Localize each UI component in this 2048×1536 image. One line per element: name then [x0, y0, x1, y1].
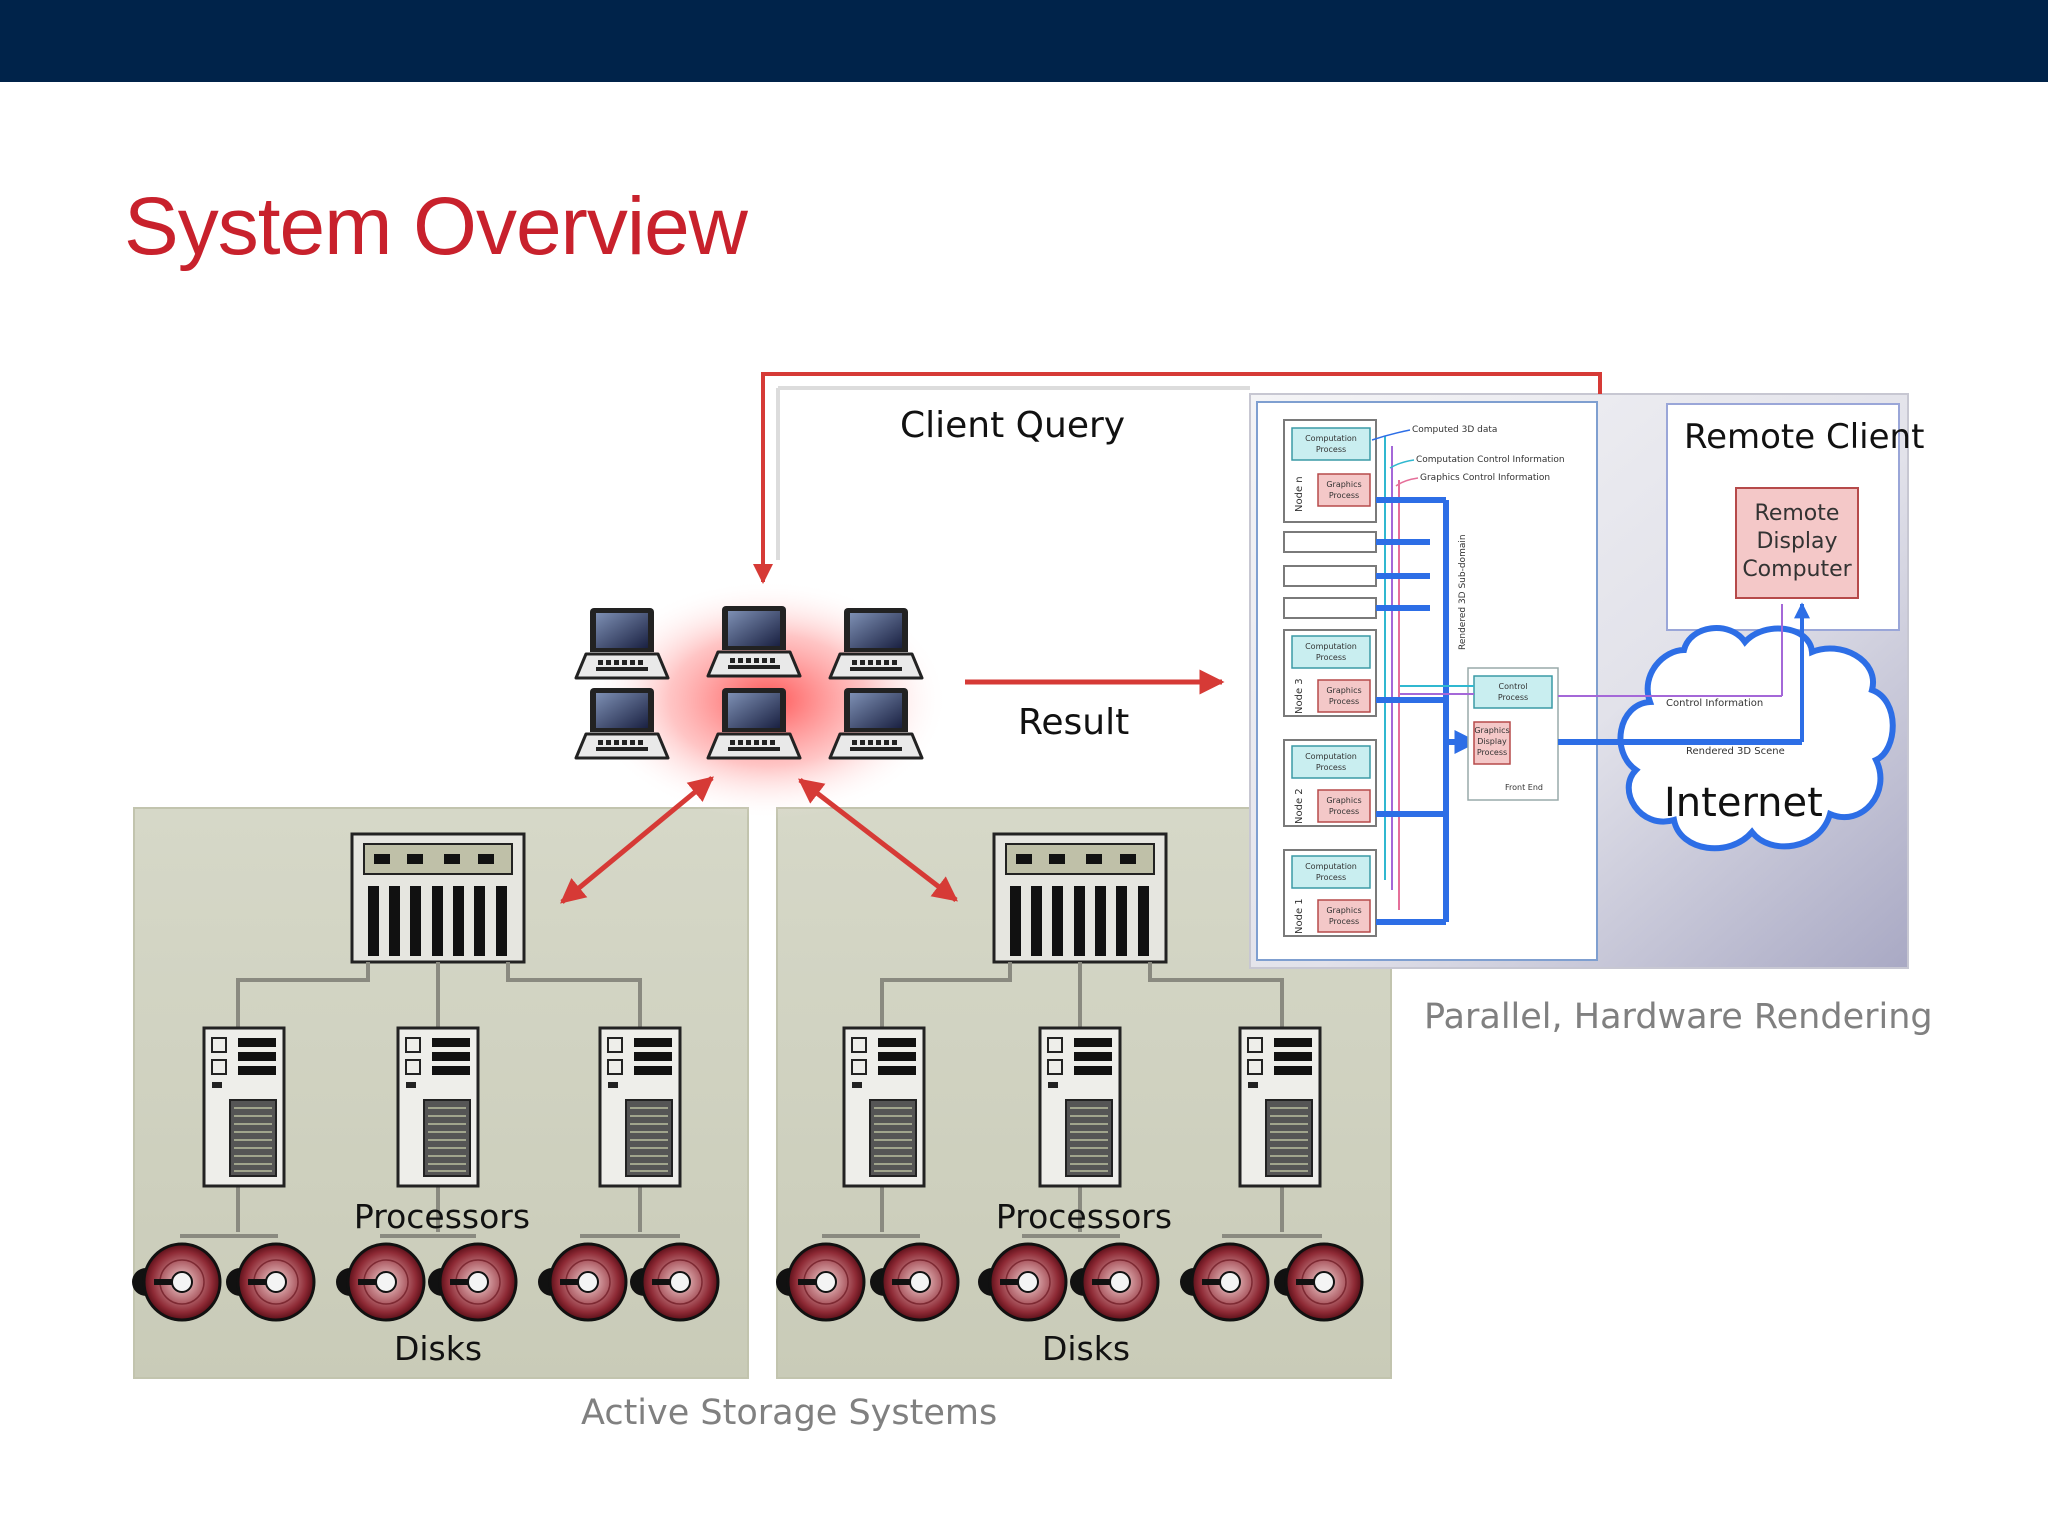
storage-system-right: Processors Disks	[774, 832, 1364, 1368]
rendered-scene-label: Rendered 3D Scene	[1686, 746, 1785, 757]
control-information-label: Control Information	[1666, 698, 1763, 709]
svg-text:Node n: Node n	[1294, 476, 1305, 512]
client-query-arrow	[753, 372, 1602, 584]
header-bar	[0, 0, 2048, 82]
svg-text:Process: Process	[1316, 873, 1346, 882]
rack-server-icon	[992, 832, 1168, 964]
parallel-rendering-caption: Parallel, Hardware Rendering	[1424, 997, 1933, 1037]
active-storage-caption: Active Storage Systems	[581, 1393, 997, 1433]
svg-text:Display: Display	[1477, 737, 1507, 746]
svg-text:Process: Process	[1329, 491, 1359, 500]
svg-text:Front End: Front End	[1505, 783, 1543, 792]
svg-text:Computation: Computation	[1305, 862, 1357, 871]
svg-text:Computer: Computer	[1742, 557, 1852, 582]
svg-text:Graphics Control Information: Graphics Control Information	[1420, 473, 1550, 483]
svg-text:Display: Display	[1756, 529, 1837, 554]
svg-text:Computation: Computation	[1305, 642, 1357, 651]
svg-text:Computation Control Informatio: Computation Control Information	[1416, 455, 1565, 465]
svg-text:Process: Process	[1477, 748, 1507, 757]
svg-text:Process: Process	[1329, 917, 1359, 926]
tower-server-icon	[1038, 1026, 1122, 1188]
remote-display-computer	[1735, 487, 1859, 599]
storage-link-left	[560, 776, 714, 904]
svg-text:Computed 3D data: Computed 3D data	[1412, 425, 1497, 435]
svg-text:Rendered 3D Sub-domain: Rendered 3D Sub-domain	[1458, 534, 1468, 650]
storage-link-right	[798, 778, 958, 902]
disks-label: Disks	[394, 1329, 482, 1368]
svg-text:Graphics: Graphics	[1326, 906, 1361, 915]
svg-text:Graphics: Graphics	[1326, 480, 1361, 489]
client-query-label: Client Query	[900, 405, 1125, 446]
svg-text:Graphics: Graphics	[1326, 796, 1361, 805]
storage-system-left: Processors Disks	[130, 832, 720, 1368]
slide-title: System Overview	[124, 181, 748, 272]
svg-text:Node 3: Node 3	[1294, 678, 1305, 714]
svg-text:Node 1: Node 1	[1294, 898, 1305, 934]
internet-label: Internet	[1664, 780, 1823, 826]
svg-text:Computation: Computation	[1305, 752, 1357, 761]
disks-label: Disks	[1042, 1329, 1130, 1368]
tower-server-icon	[396, 1026, 480, 1188]
remote-client-label: Remote Client	[1684, 417, 1924, 457]
tower-server-icon	[598, 1026, 682, 1188]
svg-text:Graphics: Graphics	[1474, 726, 1509, 735]
tower-server-icon	[842, 1026, 926, 1188]
svg-text:Process: Process	[1316, 445, 1346, 454]
svg-text:Control: Control	[1499, 682, 1528, 691]
svg-text:Process: Process	[1498, 693, 1528, 702]
svg-text:Node 2: Node 2	[1294, 788, 1305, 824]
tower-server-icon	[1238, 1026, 1322, 1188]
tower-server-icon	[202, 1026, 286, 1188]
processors-label: Processors	[996, 1197, 1172, 1236]
rack-server-icon	[350, 832, 526, 964]
svg-text:Process: Process	[1316, 763, 1346, 772]
svg-text:Computation: Computation	[1305, 434, 1357, 443]
svg-text:Process: Process	[1316, 653, 1346, 662]
svg-text:Graphics: Graphics	[1326, 686, 1361, 695]
svg-text:Remote: Remote	[1755, 501, 1840, 526]
svg-text:Process: Process	[1329, 807, 1359, 816]
result-label: Result	[1018, 702, 1129, 743]
processors-label: Processors	[354, 1197, 530, 1236]
svg-text:Process: Process	[1329, 697, 1359, 706]
